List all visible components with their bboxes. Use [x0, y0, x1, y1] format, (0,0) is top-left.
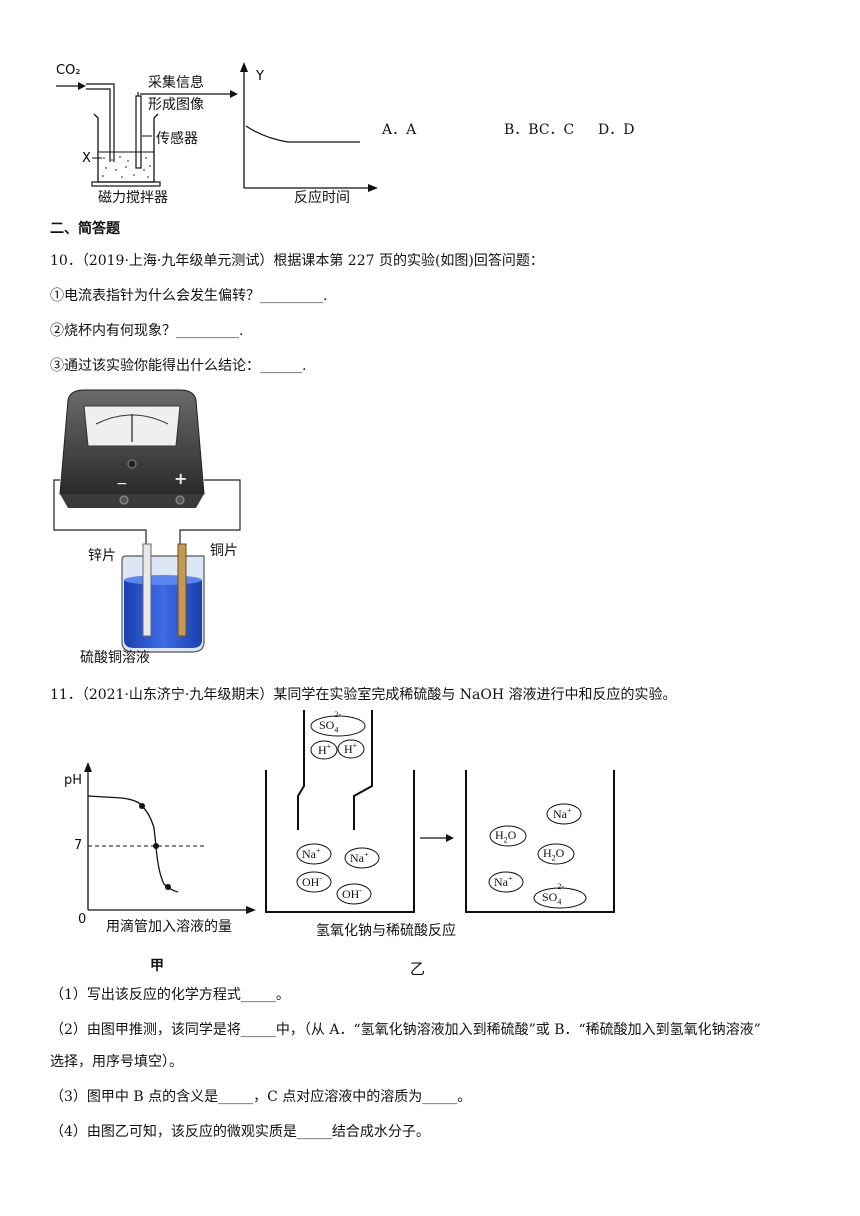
burette-left	[297, 710, 305, 830]
terminal-plus	[175, 495, 185, 505]
oh-ion-1	[296, 871, 332, 893]
x-label: X	[82, 151, 91, 166]
cuso4-solution	[124, 580, 202, 648]
gas-tube	[86, 83, 115, 162]
h2o-1	[489, 825, 527, 847]
na-label-1: Na+	[302, 846, 321, 861]
na-ion-2	[344, 847, 380, 869]
oh-label-2: OH-	[342, 886, 363, 901]
copper-strip	[177, 543, 187, 637]
beaker	[93, 113, 159, 183]
q9-curve	[245, 125, 360, 143]
figure-jia-label: 甲	[150, 958, 164, 974]
na-ion-4	[488, 871, 524, 893]
h2o-2	[537, 843, 575, 865]
wire-left	[53, 479, 147, 550]
option-bc: B．BC．C	[504, 122, 575, 138]
oh-ion-2	[336, 883, 372, 905]
h-ion-2	[337, 739, 365, 759]
stirrer-label: 磁力搅拌器	[98, 190, 168, 206]
na-ion-1	[296, 843, 332, 865]
form-image-label: 形成图像	[148, 97, 204, 113]
point-b	[153, 843, 159, 849]
beaker-left	[265, 770, 415, 913]
so4-ion-bottom	[533, 887, 587, 909]
h2o-label-2: H2O	[543, 846, 565, 863]
sensor-label: 传感器	[156, 131, 198, 147]
q11-part1: （1）写出该反应的化学方程式_____。	[50, 987, 290, 1003]
ph-curve-svg	[84, 762, 256, 914]
figure-yi-label: 乙	[410, 960, 426, 978]
q10-part2: ②烧杯内有何现象？_________.	[50, 323, 244, 339]
na-label-4: Na+	[494, 874, 513, 889]
co2-label: CO₂	[56, 63, 81, 78]
ph-curve	[87, 795, 179, 893]
so4-ion-top	[310, 715, 366, 737]
galvanometer-svg: − +	[53, 389, 241, 653]
h-ion-1	[310, 740, 338, 760]
zinc-label: 锌片	[88, 548, 116, 564]
h2o-label-1: H2O	[495, 828, 517, 845]
meter-base	[60, 494, 204, 508]
liquid-dots	[102, 156, 151, 178]
origin-label: 0	[78, 912, 87, 927]
burette-right	[353, 710, 373, 830]
co2-arrowhead	[78, 82, 86, 90]
option-a: A．A	[382, 122, 417, 138]
zinc-strip	[142, 543, 152, 637]
q10-stem: 10．（2019·上海·九年级单元测试）根据课本第 227 页的实验(如图)回答…	[50, 253, 544, 269]
dropper-volume-label: 用滴管加入溶液的量	[106, 919, 232, 935]
ph-label: pH	[64, 773, 83, 788]
option-d: D．D	[598, 122, 635, 138]
na-label-2: Na+	[350, 850, 369, 865]
meter-plus: +	[174, 469, 187, 488]
stirrer-base	[91, 181, 161, 187]
beaker-right	[465, 770, 615, 913]
ph-curve-figure	[62, 760, 262, 936]
sensor-rod	[135, 95, 142, 169]
reaction-figure	[258, 706, 628, 924]
na-ion-3	[546, 803, 582, 825]
h-label-1: H+	[318, 742, 332, 757]
q11-part2-line1: （2）由图甲推测，该同学是将_____中，（从 A．“氢氧化钠溶液加入到稀硫酸”…	[50, 1022, 761, 1038]
q10-part3: ③通过该实验你能得出什么结论：______.	[50, 358, 307, 374]
reaction-caption: 氢氧化钠与稀硫酸反应	[316, 923, 456, 939]
reaction-svg	[265, 710, 615, 913]
q11-stem: 11．（2021·山东济宁·九年级期末）某同学在实验室完成稀硫酸与 NaOH 溶…	[50, 687, 677, 703]
q9-y-label: Y	[255, 69, 264, 84]
na-label-3: Na+	[553, 806, 572, 821]
q10-figure: − +	[50, 384, 250, 670]
copper-label: 铜片	[210, 543, 238, 559]
cuso4-label: 硫酸铜溶液	[80, 650, 150, 666]
q10-part1: ①电流表指针为什么会发生偏转？_________.	[50, 288, 328, 304]
collect-info-label: 采集信息	[148, 75, 204, 91]
q9-apparatus-figure: CO₂ X Y	[48, 56, 388, 212]
q11-part3: （3）图甲中 B 点的含义是_____，C 点对应溶液中的溶质为_____。	[50, 1089, 472, 1105]
q11-part2-line2: 选择，用序号填空）。	[50, 1054, 183, 1070]
meter-minus: −	[116, 476, 128, 492]
point-a	[139, 803, 145, 809]
q11-part4: （4）由图乙可知，该反应的微观实质是_____结合成水分子。	[50, 1124, 430, 1140]
q9-apparatus-svg: CO₂ X Y	[56, 62, 378, 192]
h-label-2: H+	[344, 741, 358, 756]
ph-seven-label: 7	[74, 838, 83, 853]
reaction-time-label: 反应时间	[294, 190, 350, 206]
meter-knob	[127, 459, 137, 469]
terminal-minus	[119, 495, 129, 505]
wire-right	[179, 479, 241, 550]
section-heading: 二、简答题	[50, 221, 120, 237]
oh-label-1: OH-	[302, 874, 323, 889]
point-c	[165, 884, 171, 890]
